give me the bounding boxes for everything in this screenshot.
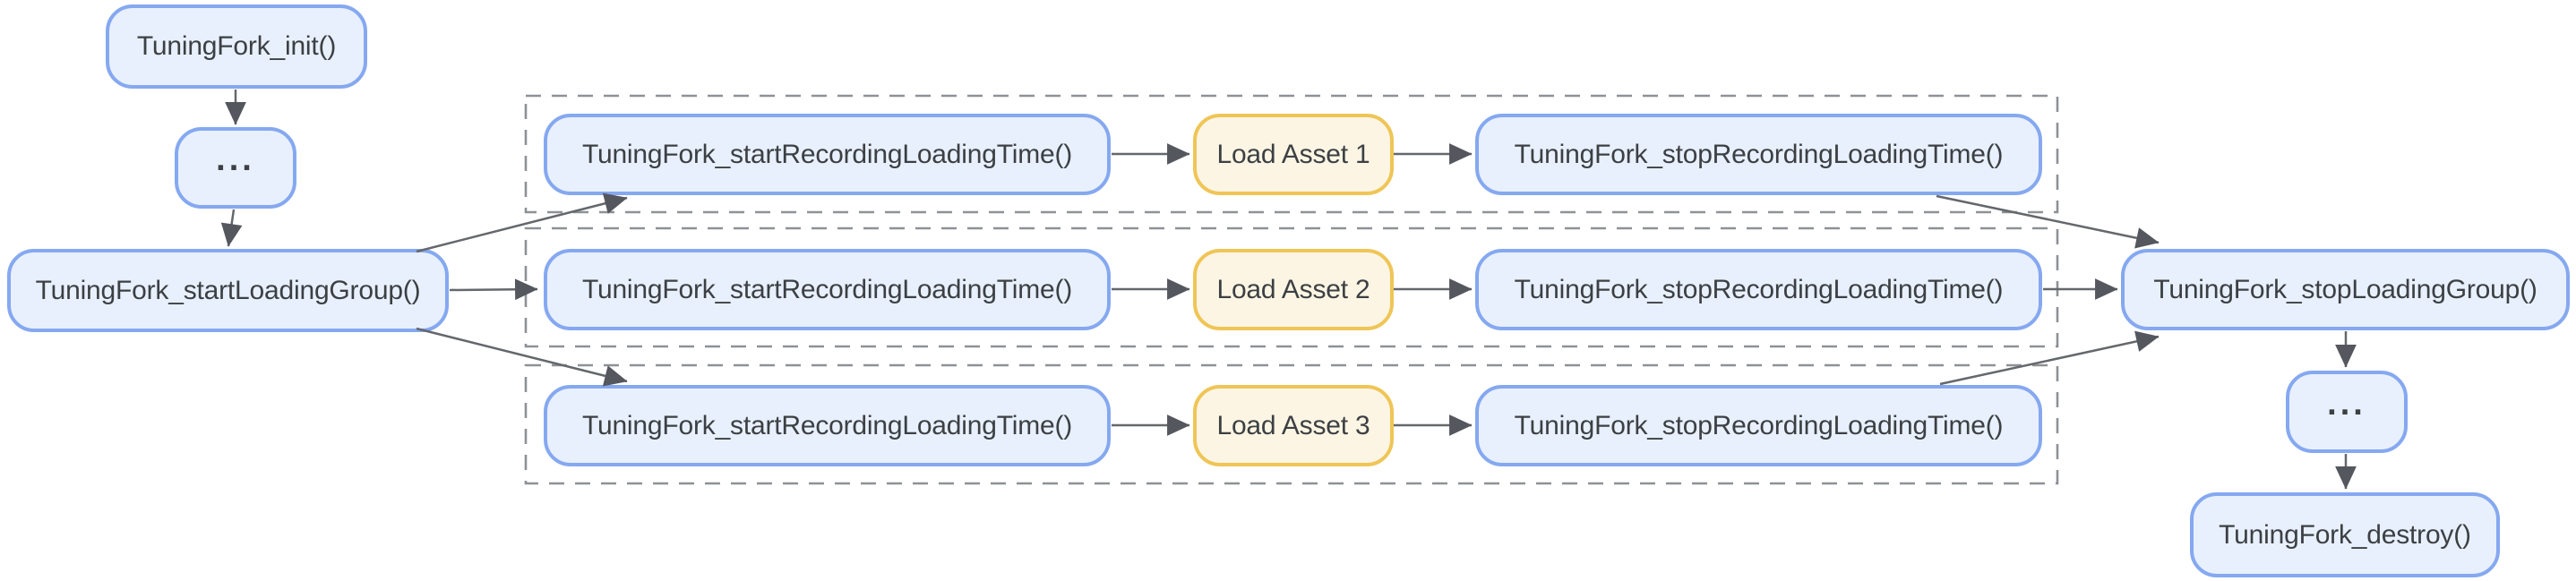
node-row-2-start-recording: TuningFork_startRecordingLoadingTime(): [544, 249, 1111, 330]
arrow-ellipsis-to-start-loading-group: [220, 209, 243, 247]
node-row-2-stop-recording: TuningFork_stopRecordingLoadingTime(): [1475, 249, 2042, 330]
arrow-row-3-to-stop-loading-group: [1939, 330, 2160, 386]
arrow-start-loading-group-to-row-2: [449, 278, 538, 301]
node-tuningfork-destroy: TuningFork_destroy(): [2190, 492, 2500, 577]
arrow-row-1-to-stop-loading-group: [1936, 194, 2160, 249]
node-row-3-stop-recording: TuningFork_stopRecordingLoadingTime(): [1475, 385, 2042, 466]
node-start-loading-group: TuningFork_startLoadingGroup(): [7, 249, 449, 332]
arrow-start-loading-group-to-row-1: [416, 192, 628, 253]
node-row-1-load-asset: Load Asset 1: [1193, 114, 1394, 195]
node-stop-loading-group: TuningFork_stopLoadingGroup(): [2121, 249, 2570, 330]
node-ellipsis-before-destroy: ...: [2286, 371, 2408, 453]
node-row-2-load-asset: Load Asset 2: [1193, 249, 1394, 330]
node-row-1-stop-recording: TuningFork_stopRecordingLoadingTime(): [1475, 114, 2042, 195]
node-row-1-start-recording: TuningFork_startRecordingLoadingTime(): [544, 114, 1111, 195]
node-row-3-start-recording: TuningFork_startRecordingLoadingTime(): [544, 385, 1111, 466]
node-row-3-load-asset: Load Asset 3: [1193, 385, 1394, 466]
arrow-start-loading-group-to-row-3: [416, 327, 628, 387]
node-ellipsis-before-start: ...: [175, 127, 296, 209]
node-tuningfork-init: TuningFork_init(): [106, 4, 367, 89]
